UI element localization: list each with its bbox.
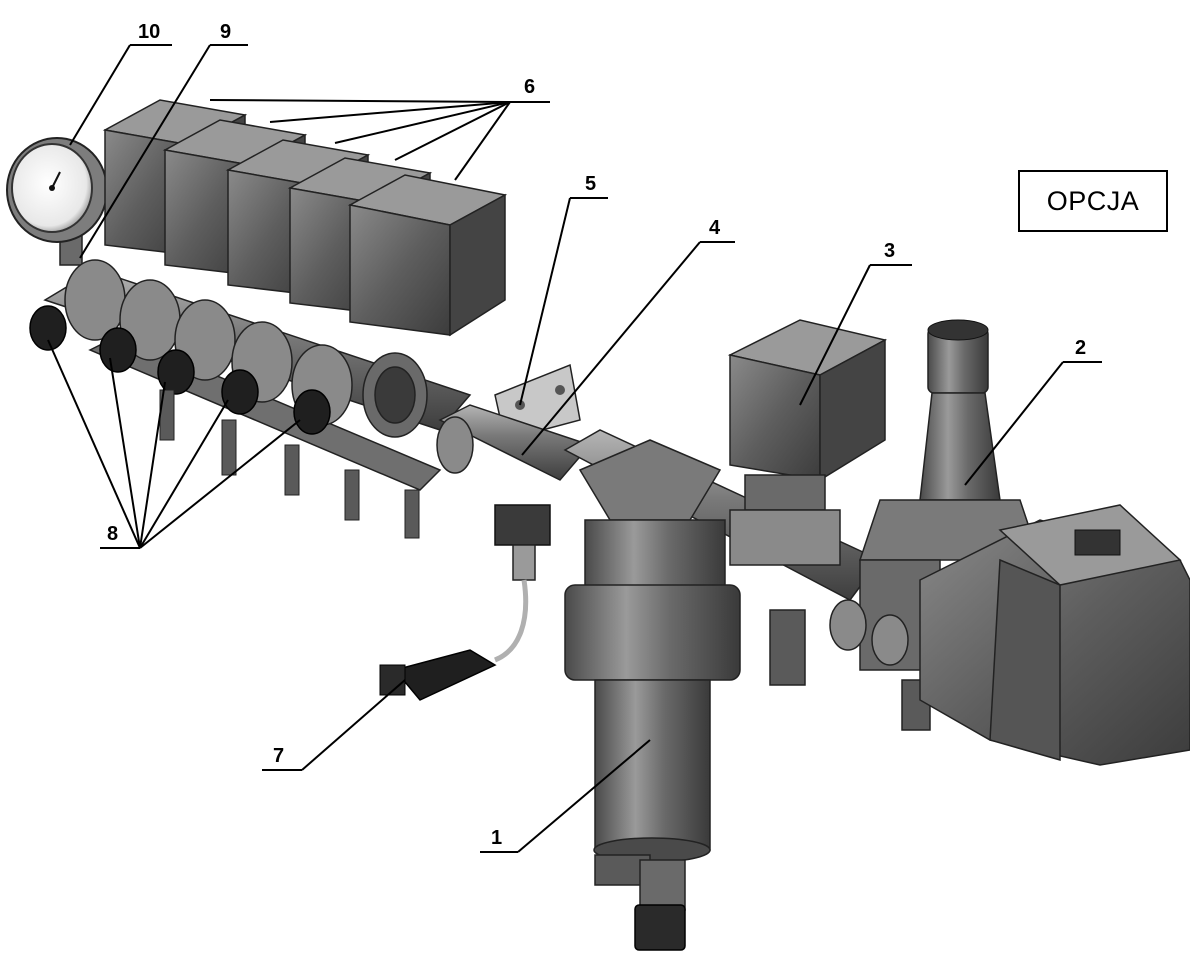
label-2: 2 bbox=[1075, 337, 1086, 359]
section-valve-actuators bbox=[102, 99, 508, 337]
option-label: OPCJA bbox=[1046, 185, 1140, 216]
actuator-box-5 bbox=[347, 174, 508, 337]
label-7: 7 bbox=[273, 745, 284, 767]
label-6: 6 bbox=[524, 76, 535, 98]
leader-lines bbox=[47, 44, 1102, 853]
label-4: 4 bbox=[709, 217, 721, 239]
label-10: 10 bbox=[138, 21, 160, 43]
label-8: 8 bbox=[107, 523, 118, 545]
label-1: 1 bbox=[491, 827, 502, 849]
main-valve-actuator bbox=[727, 319, 888, 686]
part-number-labels: 10 9 6 5 4 3 2 8 7 1 bbox=[107, 21, 1086, 849]
pressure-sensor-tee bbox=[436, 404, 592, 663]
outlet-hose-barbs bbox=[159, 389, 420, 539]
electrical-connector bbox=[379, 649, 497, 701]
motor-housing bbox=[919, 504, 1190, 766]
pressure-regulating-knobs bbox=[29, 305, 331, 435]
label-9: 9 bbox=[220, 21, 231, 43]
option-box: OPCJA bbox=[1018, 170, 1168, 232]
label-3: 3 bbox=[884, 240, 895, 262]
pressure-gauge bbox=[6, 137, 108, 266]
label-5: 5 bbox=[585, 173, 596, 195]
line-filter bbox=[564, 439, 741, 951]
